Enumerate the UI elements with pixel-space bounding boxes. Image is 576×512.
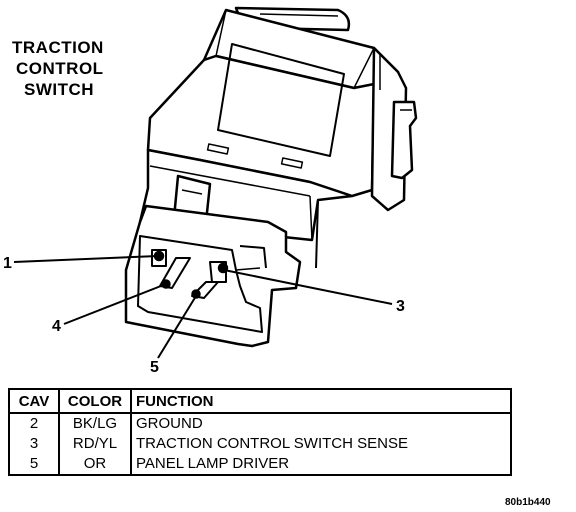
cell-color: BK/LG <box>58 413 132 434</box>
header-color: COLOR <box>58 388 132 414</box>
callout-pin-3: 3 <box>396 298 405 315</box>
cell-cav: 2 <box>8 413 60 434</box>
connector-opening <box>137 235 263 333</box>
leader-pin1 <box>13 255 159 263</box>
cell-function: PANEL LAMP DRIVER <box>130 454 512 476</box>
diagram-title: TRACTION CONTROL SWITCH <box>12 38 104 99</box>
cell-color: OR <box>58 454 132 476</box>
leader-pin3 <box>223 269 393 305</box>
callout-pin-1: 1 <box>3 255 12 272</box>
leader-pin5 <box>157 295 197 359</box>
cell-cav: 5 <box>8 454 60 476</box>
cell-color: RD/YL <box>58 434 132 454</box>
switch-label-window <box>217 43 345 157</box>
title-line-1: TRACTION <box>12 38 104 57</box>
table-row: 5 OR PANEL LAMP DRIVER <box>8 454 512 476</box>
header-function: FUNCTION <box>130 388 512 414</box>
callout-pin-5: 5 <box>150 359 159 376</box>
figure-id: 80b1b440 <box>505 497 551 508</box>
callout-pin-4: 4 <box>52 318 61 335</box>
table-row: 3 RD/YL TRACTION CONTROL SWITCH SENSE <box>8 434 512 454</box>
title-line-2: CONTROL <box>16 59 104 78</box>
title-line-3: SWITCH <box>24 80 94 99</box>
cell-function: TRACTION CONTROL SWITCH SENSE <box>130 434 512 454</box>
table-row: 2 BK/LG GROUND <box>8 413 512 434</box>
leader-pin4 <box>63 283 167 325</box>
header-cav: CAV <box>8 388 60 414</box>
switch-illustration <box>124 6 418 348</box>
pinout-header-row: CAV COLOR FUNCTION <box>8 388 512 414</box>
pinout-table: CAV COLOR FUNCTION 2 BK/LG GROUND 3 RD/Y… <box>8 388 512 476</box>
callout-leaders <box>13 255 393 359</box>
switch-side-clip <box>390 100 418 180</box>
cell-function: GROUND <box>130 413 512 434</box>
cell-cav: 3 <box>8 434 60 454</box>
